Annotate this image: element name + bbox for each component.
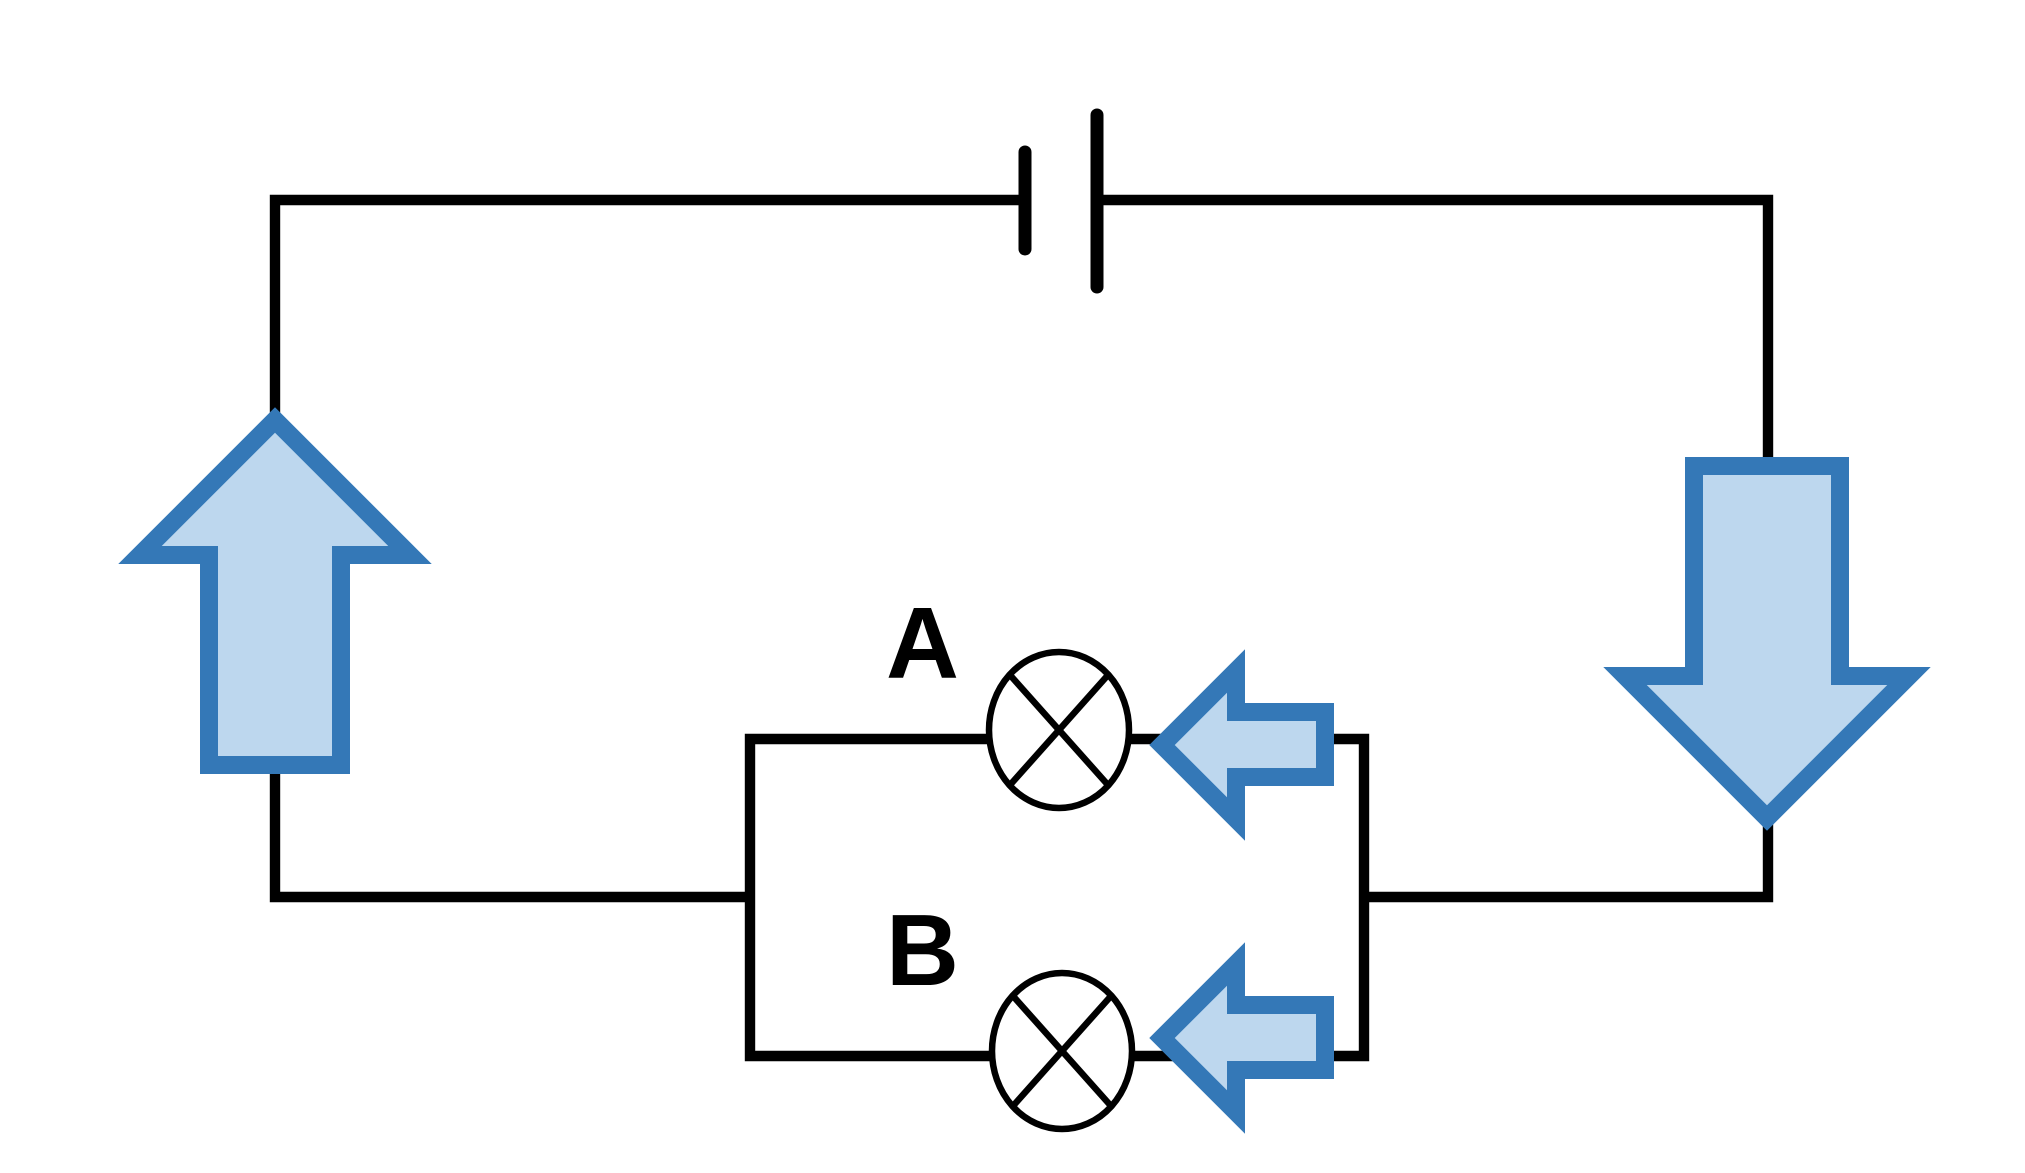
lamp-b-label: B [886,895,959,1007]
current-arrow-left-a-icon [1149,649,1334,841]
parallel-left-rail [744,733,1006,1062]
current-arrow-down-icon [1603,457,1931,831]
lamp-a [985,648,1133,812]
lamp-b-cross-2 [1010,993,1114,1109]
current-arrow-left-b-icon [1149,942,1334,1134]
lamp-b [988,969,1136,1133]
current-arrow-up-icon [118,407,432,774]
cell-battery [1018,108,1104,294]
lamp-a-cross-2 [1007,672,1111,788]
lamp-a-label: A [886,588,959,700]
current-arrows [118,407,1931,1134]
